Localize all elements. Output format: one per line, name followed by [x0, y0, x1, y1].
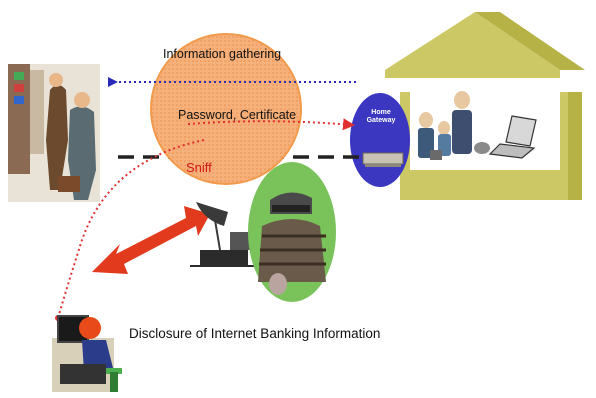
- sniff-label: Sniff: [186, 160, 212, 175]
- info-gathering-label: Information gathering: [163, 47, 282, 61]
- atm-clipart: [8, 64, 100, 202]
- password-flow-line: [187, 118, 355, 131]
- interception-circle: [150, 33, 302, 185]
- home-gateway-ellipse: [350, 93, 410, 187]
- hacker-at-computer-clipart: [52, 315, 122, 392]
- thief-clipart: [248, 162, 336, 302]
- disclosure-label: Disclosure of Internet Banking Informati…: [129, 326, 381, 341]
- password-certificate-label: Password, Certificate: [178, 108, 297, 122]
- router-icon: [362, 152, 404, 167]
- family-clipart: [418, 91, 490, 160]
- satellite-dish-icon: [190, 202, 254, 267]
- laptop-icon: [488, 115, 537, 159]
- attack-arrow: [92, 206, 210, 274]
- home-gateway-label: Home Gateway: [366, 109, 396, 124]
- house: [385, 12, 585, 200]
